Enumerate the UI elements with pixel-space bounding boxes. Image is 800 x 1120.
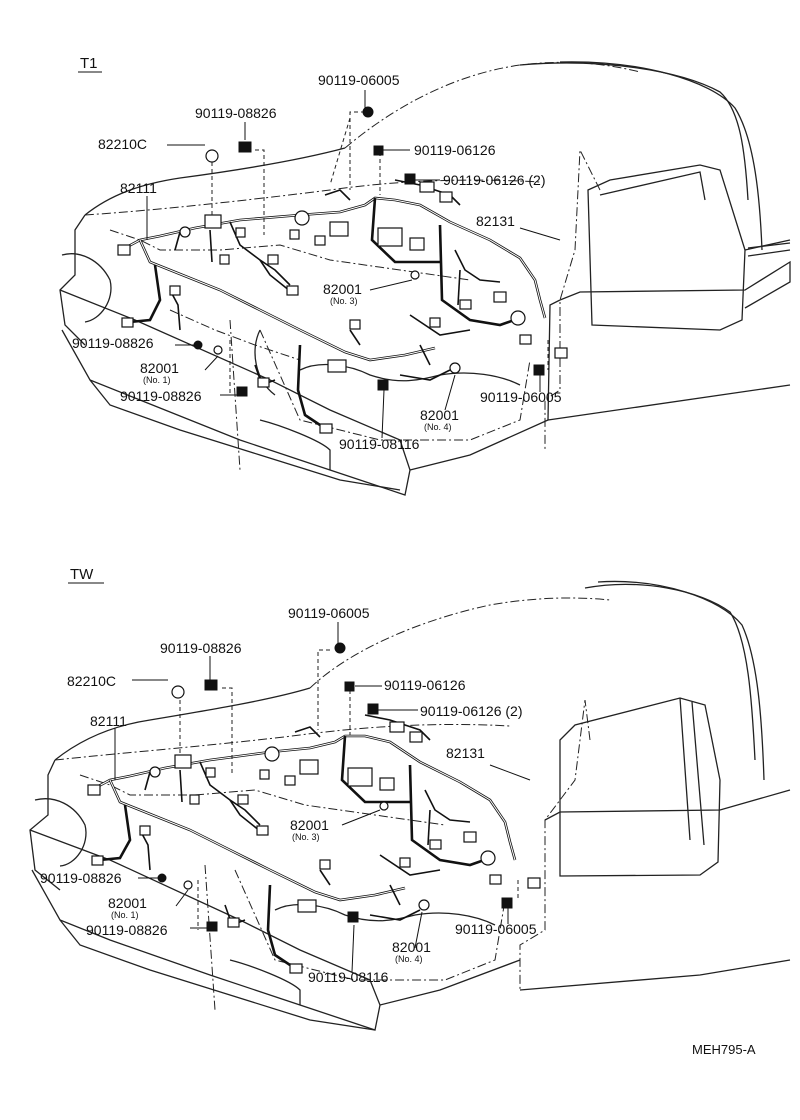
- label-82001-no3-sub: (No. 3): [330, 296, 358, 306]
- label-82001-no4: 82001: [420, 407, 459, 423]
- label-90119-08826-top: 90119-08826: [195, 105, 277, 121]
- bolt-icon: [362, 106, 374, 118]
- bolt-icon: [344, 681, 355, 692]
- bolt-icon: [236, 386, 248, 397]
- label-82210c: 82210C: [67, 673, 116, 689]
- vehicle-body-outline: [59, 61, 791, 496]
- clamp-icon: [213, 345, 223, 355]
- section-t1-diagram: T1: [59, 55, 791, 496]
- clamp-icon: [449, 362, 461, 374]
- bolt-icon: [157, 873, 167, 883]
- label-90119-08826-bottom: 90119-08826: [86, 922, 168, 938]
- bolt-icon: [206, 921, 218, 932]
- bolt-icon: [377, 379, 389, 391]
- fasteners: [157, 642, 513, 932]
- label-90119-06126-2: 90119-06126 (2): [420, 703, 522, 719]
- leader-lines: [146, 90, 561, 439]
- bolt-icon: [347, 911, 359, 923]
- bolt-icon: [204, 679, 218, 691]
- bolt-icon: [501, 897, 513, 909]
- sensor-icon: [171, 685, 185, 699]
- label-90119-06005-right: 90119-06005: [480, 389, 562, 405]
- label-90119-08826-top: 90119-08826: [160, 640, 242, 656]
- label-90119-08826-bottom: 90119-08826: [120, 388, 202, 404]
- label-90119-06126-2: 90119-06126 (2): [443, 172, 545, 188]
- fasteners: [193, 106, 545, 397]
- bolt-icon: [404, 173, 416, 185]
- main-wire-harness: [117, 179, 568, 434]
- section-title: T1: [80, 55, 98, 72]
- label-82131: 82131: [446, 745, 485, 761]
- label-90119-08826-left: 90119-08826: [72, 335, 154, 351]
- bolt-icon: [367, 703, 379, 715]
- part-labels: 90119-06005 90119-08826 82210C 90119-061…: [72, 72, 562, 452]
- label-82001-no1-sub: (No. 1): [143, 375, 171, 385]
- label-90119-08826-left: 90119-08826: [40, 870, 122, 886]
- label-82001-no4: 82001: [392, 939, 431, 955]
- bolt-icon: [334, 642, 346, 654]
- clamp-icon: [183, 880, 193, 890]
- clamp-icon: [379, 801, 389, 811]
- label-82111: 82111: [120, 180, 157, 196]
- label-90119-06005-top: 90119-06005: [288, 605, 370, 621]
- label-82001-no3: 82001: [290, 817, 329, 833]
- label-82001-no3: 82001: [323, 281, 362, 297]
- bolt-icon: [238, 141, 252, 153]
- section-title: TW: [70, 566, 94, 583]
- label-90119-08116: 90119-08116: [308, 969, 389, 985]
- bolt-icon: [373, 145, 384, 156]
- sensor-icon: [205, 149, 219, 163]
- bolt-icon: [193, 340, 203, 350]
- label-90119-06005-top: 90119-06005: [318, 72, 400, 88]
- label-82210c: 82210C: [98, 136, 147, 152]
- main-wire-harness: [87, 714, 541, 974]
- clamp-icon: [418, 899, 430, 911]
- label-82001-no4-sub: (No. 4): [395, 954, 423, 964]
- clamp-icon: [410, 270, 420, 280]
- label-90119-06005-right: 90119-06005: [455, 921, 537, 937]
- label-82131: 82131: [476, 213, 515, 229]
- part-labels: 90119-06005 90119-08826 82210C 90119-061…: [40, 605, 537, 985]
- document-code: MEH795-A: [692, 1042, 756, 1057]
- leader-lines: [114, 622, 531, 973]
- bolt-icon: [533, 364, 545, 376]
- label-82001-no1: 82001: [108, 895, 147, 911]
- label-90119-06126: 90119-06126: [414, 142, 496, 158]
- label-82001-no1-sub: (No. 1): [111, 910, 139, 920]
- label-82001-no3-sub: (No. 3): [292, 832, 320, 842]
- label-90119-08116: 90119-08116: [339, 436, 420, 452]
- label-82001-no1: 82001: [140, 360, 179, 376]
- label-82001-no4-sub: (No. 4): [424, 422, 452, 432]
- label-82111: 82111: [90, 713, 127, 729]
- section-tw-diagram: TW: [29, 566, 791, 1031]
- label-90119-06126: 90119-06126: [384, 677, 466, 693]
